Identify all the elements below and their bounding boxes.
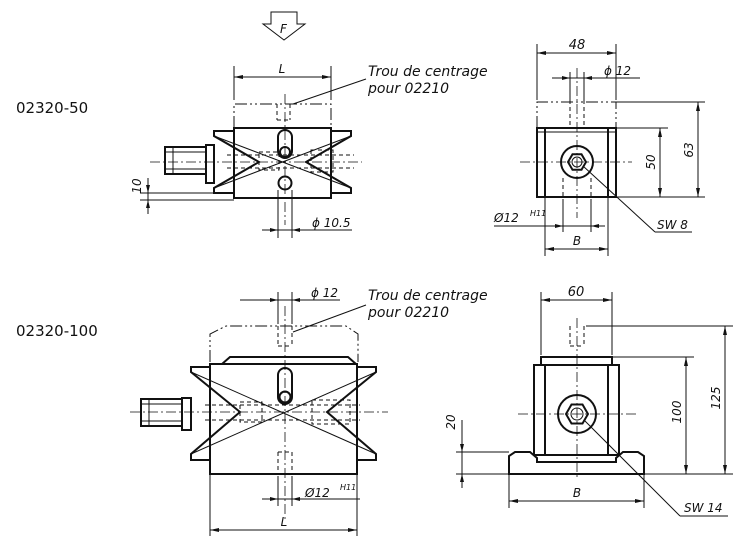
top-side-dim-63: 63 [682, 142, 696, 157]
top-front-dim-d105: ϕ 10.5 [312, 216, 350, 230]
top-side-dim-B: B [573, 234, 581, 248]
bottom-side-view: 60 20 100 125 B [444, 285, 733, 517]
bottom-side-dim-100: 100 [670, 400, 684, 423]
bottom-front-dim-L: L [281, 515, 288, 529]
top-side-dim-d12: ϕ 12 [604, 64, 631, 78]
top-front-view: L 10 ϕ 10.5 [130, 62, 367, 238]
bottom-side-dim-60: 60 [568, 285, 585, 300]
top-side-dim-48: 48 [569, 38, 586, 53]
top-centering-note-line1: Trou de centrage [368, 64, 488, 80]
bottom-side-dim-20: 20 [444, 414, 458, 430]
force-arrow: F [261, 11, 307, 41]
bottom-centering-note-line2: pour 02210 [367, 305, 449, 321]
bottom-front-dim-d12: ϕ 12 [311, 286, 338, 300]
bottom-side-sw-label: SW 14 [684, 501, 723, 515]
top-side-view: 48 ϕ 12 50 63 B [494, 38, 705, 256]
bottom-front-view: ϕ 12 L [130, 286, 388, 536]
bottom-front-tolerance-h11: H11 [340, 483, 356, 492]
top-side-dim-d12-h11: Ø12 [493, 211, 519, 225]
force-label: F [280, 22, 288, 36]
top-side-dim-50: 50 [644, 154, 658, 170]
top-centering-note-line2: pour 02210 [367, 81, 449, 97]
top-front-dim-10: 10 [130, 178, 144, 194]
variant-label-50: 02320-50 [16, 99, 88, 117]
top-side-sw-label: SW 8 [657, 218, 688, 232]
bottom-side-dim-B: B [573, 486, 581, 500]
bottom-centering-note-line1: Trou de centrage [368, 288, 488, 304]
bottom-front-dim-d12-h11: Ø12 [304, 486, 330, 500]
variant-label-100: 02320-100 [16, 322, 98, 340]
bottom-side-dim-125: 125 [709, 387, 723, 410]
top-side-tolerance-h11: H11 [530, 209, 546, 218]
top-front-dim-L: L [279, 62, 286, 76]
